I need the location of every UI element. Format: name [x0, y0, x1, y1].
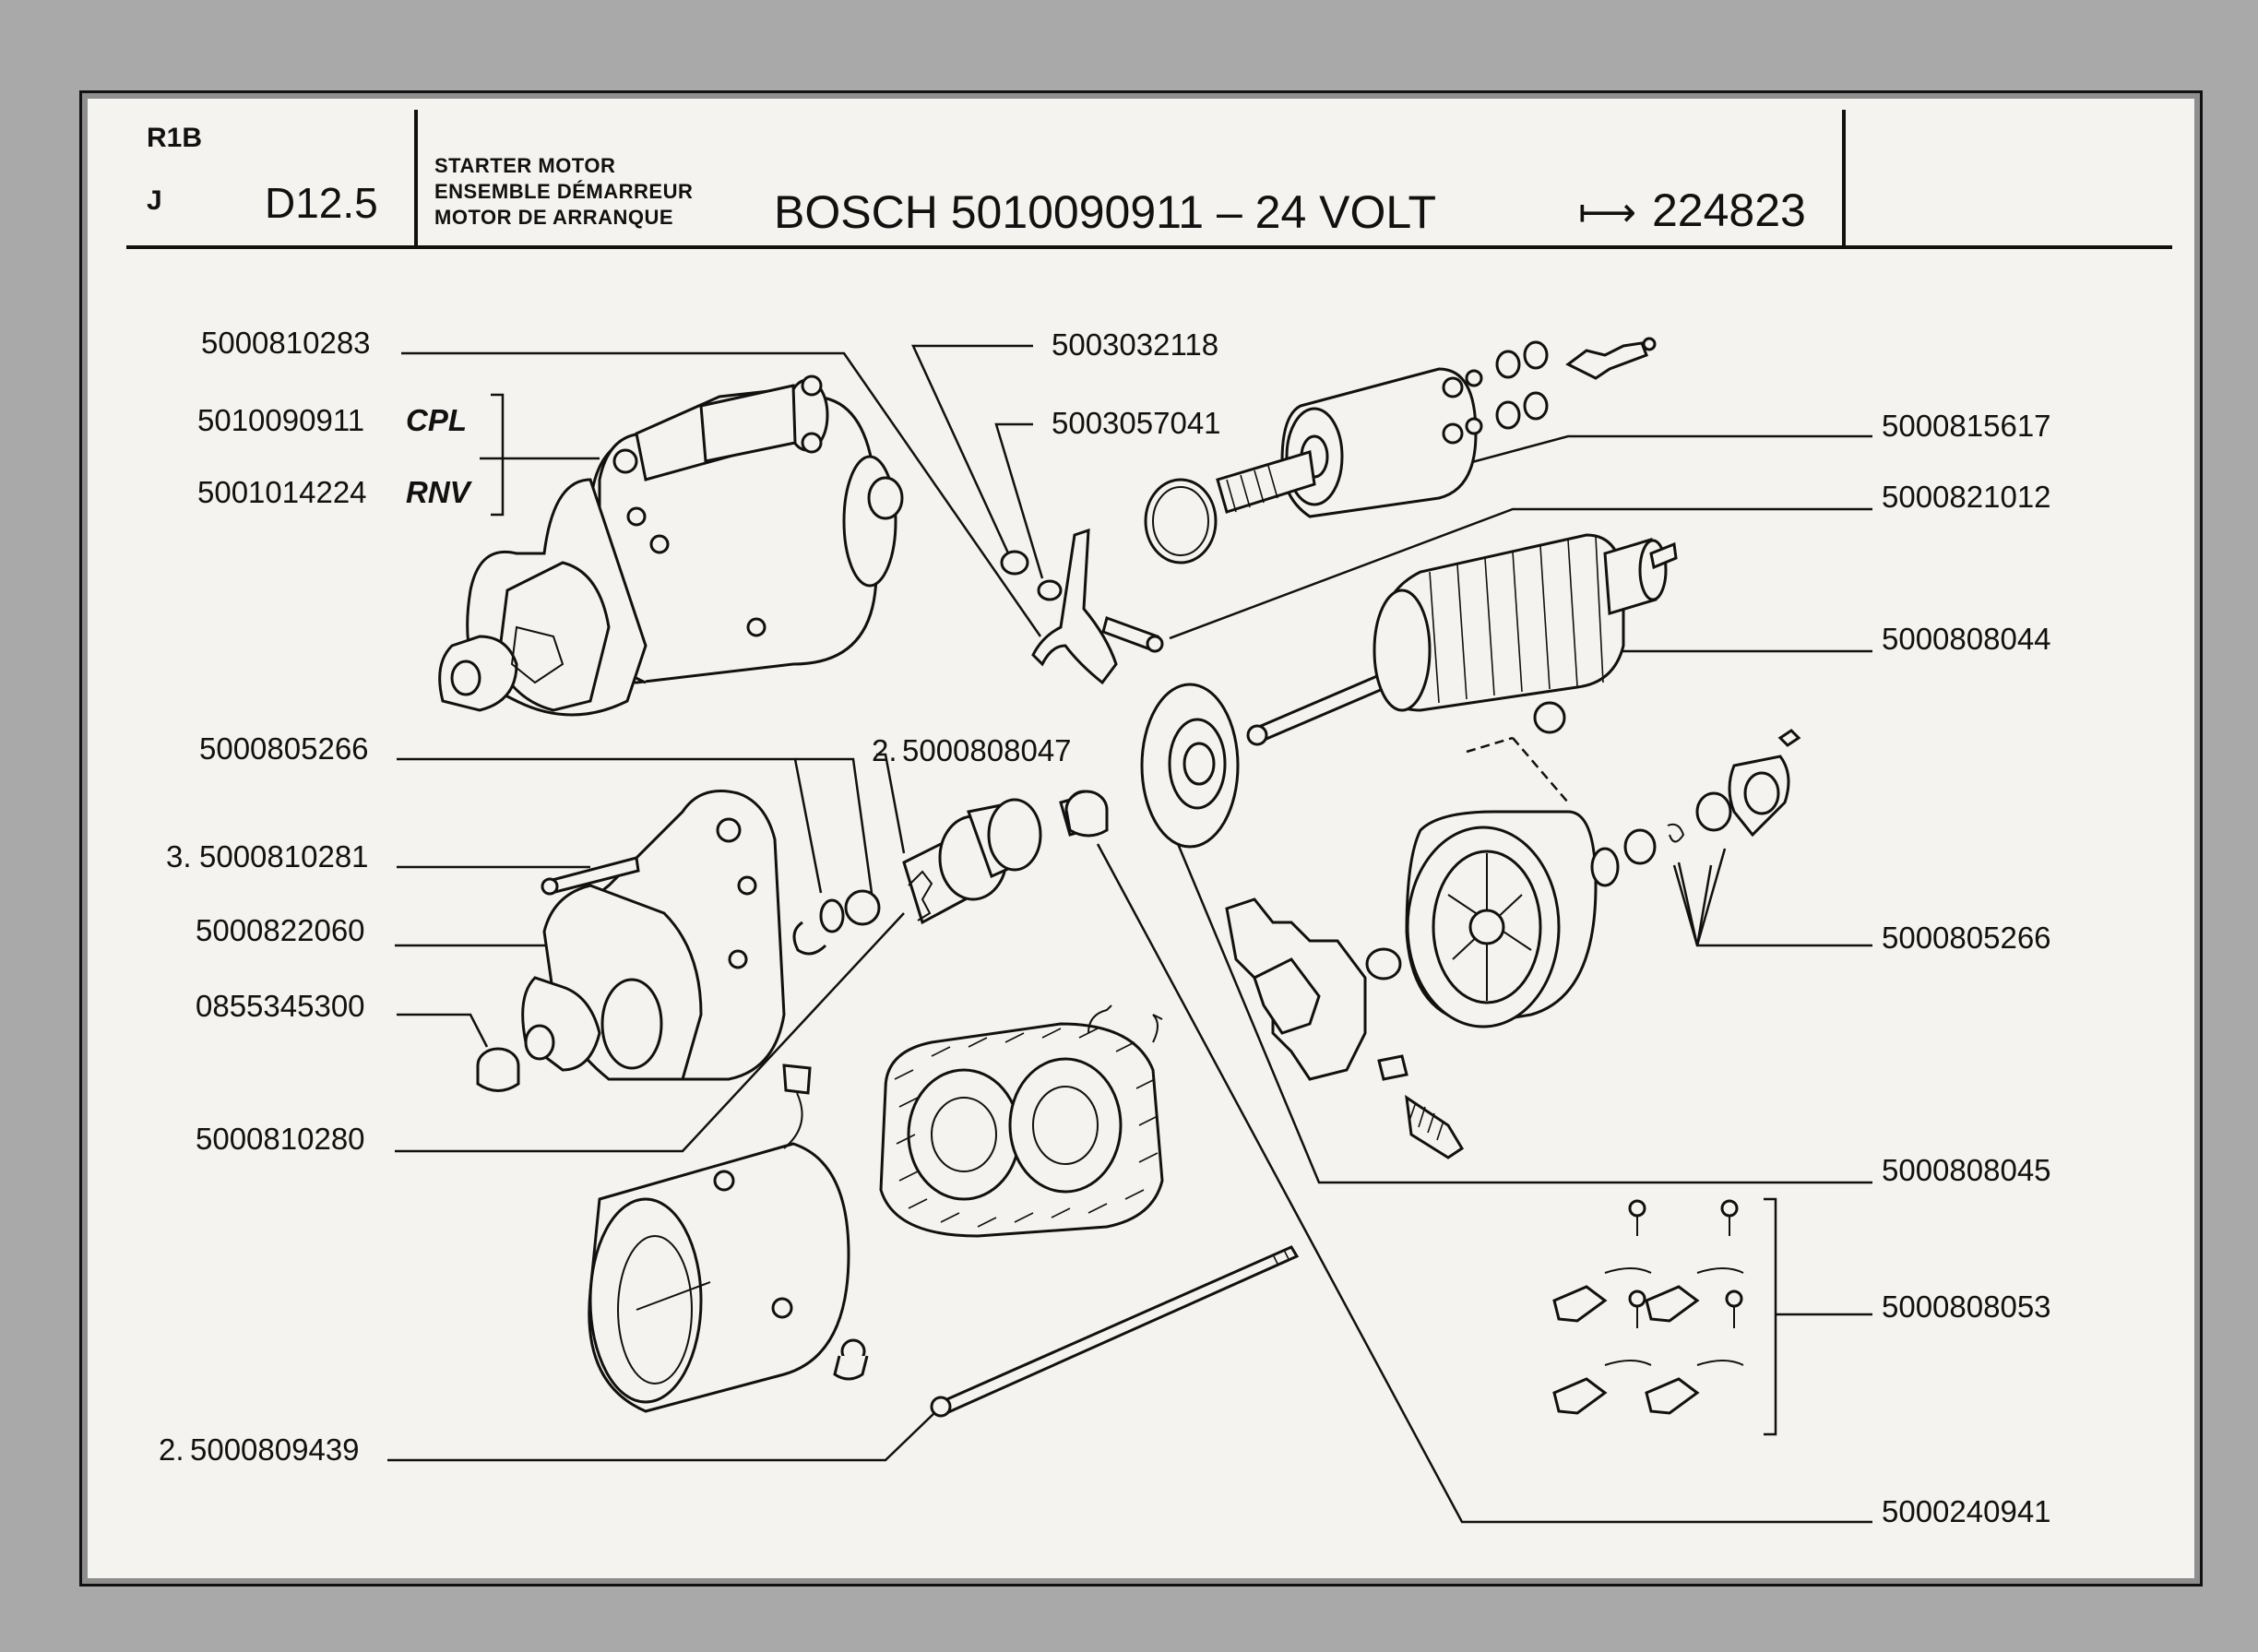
part-suffix: CPL: [406, 403, 467, 437]
shift-lever-drawing: [1000, 528, 1164, 685]
leader-5000808047: [876, 753, 906, 854]
leader-5003057041: [994, 422, 1044, 579]
part-number: 5000810283: [201, 326, 371, 360]
part-number: 5003057041: [1052, 406, 1221, 440]
part-number: 5001014224: [197, 475, 367, 509]
part-number: 5000810280: [196, 1122, 365, 1156]
starter-complete-drawing: [438, 374, 904, 717]
leader-5000815617: [1447, 434, 1872, 470]
through-bolt-drawing: [930, 1245, 1300, 1418]
model-code: D12.5: [265, 179, 378, 227]
part-labels: 5000810283 5010090911 CPL 5001014224 RNV…: [159, 326, 2051, 1528]
assembly-title: BOSCH 5010090911 – 24 VOLT: [774, 186, 1437, 238]
part-number: 5000808047: [902, 733, 1072, 767]
leader-0855345300: [397, 1013, 489, 1048]
part-number: 5000822060: [196, 913, 365, 947]
drawing-sheet: R1B J D12.5 STARTER MOTOR ENSEMBLE DÉMAR…: [79, 90, 2203, 1587]
pole-housing-drawing: [588, 1064, 869, 1413]
part-number: 5000808053: [1882, 1290, 2051, 1324]
drive-pinion-drawing: [792, 790, 1104, 956]
commutator-end-housing-drawing: [1405, 701, 1801, 1028]
part-number: 5000805266: [1882, 921, 2051, 955]
title-english: STARTER MOTOR: [434, 154, 616, 177]
leader-5000805266-b: [795, 757, 873, 894]
leader-5000805266-r4: [1695, 848, 1727, 946]
part-quantity: 2.: [872, 733, 897, 767]
part-quantity: 2.: [159, 1432, 184, 1467]
title-spanish: MOTOR DE ARRANQUE: [434, 206, 674, 229]
leader-5000809439: [387, 1410, 937, 1462]
armature-drawing: [1246, 533, 1678, 746]
serial-arrow-icon: ⟼: [1578, 190, 1637, 235]
brush-holder-drawing: [1225, 897, 1465, 1159]
part-number: 5000808045: [1882, 1153, 2051, 1187]
intermediate-plate-drawing: [1064, 683, 1240, 849]
leader-5000805266-r3: [1695, 864, 1713, 946]
section-code: R1B: [147, 123, 203, 153]
part-number: 5000809439: [190, 1432, 360, 1467]
part-number: 5000805266: [199, 731, 369, 766]
part-number: 0855345300: [196, 989, 365, 1023]
title-french: ENSEMBLE DÉMARREUR: [434, 180, 694, 203]
leader-5000808045: [1174, 838, 1872, 1184]
solenoid-drawing: [1144, 337, 1657, 565]
brushes-set-drawing: [1552, 1199, 1744, 1415]
leader-5000240941: [1096, 843, 1872, 1524]
leader-5000810280: [395, 912, 905, 1153]
bracket-cpl-rnv: [491, 393, 505, 517]
leader-5003032118: [911, 344, 1033, 558]
part-number: 5003032118: [1052, 327, 1218, 362]
leader-5000810283: [401, 351, 1042, 637]
serial-number: 224823: [1652, 184, 1806, 236]
field-windings-drawing: [879, 1004, 1164, 1238]
header-block: R1B J D12.5 STARTER MOTOR ENSEMBLE DÉMAR…: [82, 93, 2200, 250]
part-number: 5010090911: [197, 403, 364, 437]
bracket-5000808053: [1764, 1197, 1777, 1436]
header-divider: [414, 110, 418, 248]
header-rule: [126, 245, 2172, 249]
part-number: 5000808044: [1882, 622, 2051, 656]
group-code: J: [147, 185, 162, 216]
drive-end-housing-drawing: [476, 790, 786, 1092]
part-number: 5000815617: [1882, 409, 2051, 443]
part-number: 5000821012: [1882, 480, 2051, 514]
part-number: 5000240941: [1882, 1494, 2051, 1528]
part-number: 5000810281: [199, 839, 369, 874]
part-quantity: 3.: [166, 839, 192, 874]
leader-5000805266-r2: [1677, 862, 1699, 946]
leader-5000821012: [1169, 507, 1872, 640]
header-divider-right: [1842, 110, 1846, 248]
part-suffix: RNV: [406, 475, 473, 509]
